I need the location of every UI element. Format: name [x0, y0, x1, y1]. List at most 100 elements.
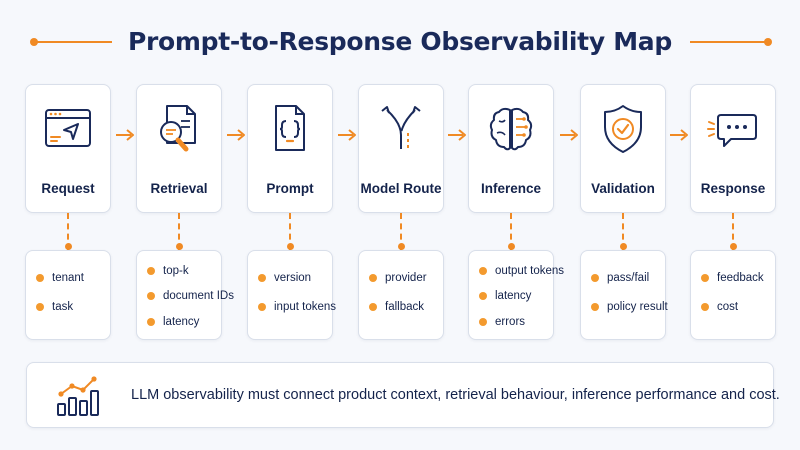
detail-card-response: feedback cost — [690, 250, 776, 340]
detail-list: top-k document IDs latency — [147, 251, 234, 339]
arrow-right-icon — [116, 129, 134, 141]
list-item: tenant — [36, 271, 84, 285]
page-title: Prompt-to-Response Observability Map — [128, 27, 672, 56]
title-decoration-dot-right — [764, 38, 772, 46]
code-document-icon — [275, 105, 305, 151]
detail-card-retrieval: top-k document IDs latency — [136, 250, 234, 340]
stage-card-request: Request — [25, 84, 111, 213]
arrow-right-icon — [338, 129, 356, 141]
dashed-connector — [510, 213, 512, 250]
bullet-dot — [36, 303, 44, 311]
chat-bubble-icon — [707, 114, 757, 147]
list-item: output tokens — [479, 264, 564, 278]
connector-dot — [397, 243, 405, 250]
arrow-right-icon — [448, 129, 466, 141]
stage-card-model-route: Model Route — [358, 84, 444, 213]
browser-cursor-icon — [45, 109, 91, 147]
dashed-connector — [622, 213, 624, 250]
document-search-icon — [160, 105, 196, 152]
stage-label: Model Route — [360, 181, 442, 196]
list-item: task — [36, 300, 73, 314]
title-decoration-line-left — [34, 41, 112, 43]
list-item: document IDs — [147, 289, 234, 303]
footer-text: LLM observability must connect product c… — [131, 387, 780, 403]
detail-text: feedback — [717, 272, 764, 284]
bullet-dot — [369, 303, 377, 311]
bullet-dot — [147, 267, 155, 275]
bullet-dot — [701, 274, 709, 282]
bullet-dot — [36, 274, 44, 282]
detail-card-prompt: version input tokens — [247, 250, 336, 340]
title-row: Prompt-to-Response Observability Map — [0, 22, 800, 62]
fork-route-icon — [381, 106, 421, 149]
bullet-dot — [591, 274, 599, 282]
detail-text: version — [274, 272, 312, 284]
detail-text: provider — [385, 272, 427, 284]
connector-dot — [507, 243, 515, 250]
detail-text: output tokens — [495, 265, 565, 277]
trend-chart-icon — [57, 376, 99, 416]
stage-label: Request — [41, 181, 95, 196]
bullet-dot — [147, 292, 155, 300]
stage-card-validation: Validation — [580, 84, 666, 213]
list-item: provider — [369, 271, 427, 285]
detail-list: feedback cost — [701, 251, 771, 339]
dashed-connector — [289, 213, 291, 250]
bullet-dot — [147, 318, 155, 326]
arrow-right-icon — [560, 129, 578, 141]
detail-text: latency — [495, 290, 532, 302]
stage-card-response: Response — [690, 84, 776, 213]
detail-list: pass/fail policy result — [591, 251, 668, 339]
detail-list: version input tokens — [258, 251, 336, 339]
bullet-dot — [479, 267, 487, 275]
connector-dot — [619, 243, 627, 250]
detail-list: provider fallback — [369, 251, 439, 339]
list-item: top-k — [147, 264, 189, 278]
dashed-connector — [67, 213, 69, 250]
bullet-dot — [258, 274, 266, 282]
detail-card-inference: output tokens latency errors — [468, 250, 564, 340]
detail-text: policy result — [607, 301, 668, 313]
bullet-dot — [369, 274, 377, 282]
connector-dot — [175, 243, 183, 250]
bullet-dot — [701, 303, 709, 311]
stage-label: Validation — [591, 181, 655, 196]
detail-text: top-k — [163, 265, 189, 277]
stage-card-prompt: Prompt — [247, 84, 333, 213]
bullet-dot — [479, 292, 487, 300]
detail-card-validation: pass/fail policy result — [580, 250, 668, 340]
list-item: latency — [147, 315, 199, 329]
bullet-dot — [479, 318, 487, 326]
detail-text: input tokens — [274, 301, 337, 313]
bullet-dot — [258, 303, 266, 311]
dashed-connector — [400, 213, 402, 250]
detail-card-request: tenant task — [25, 250, 111, 340]
shield-check-icon — [604, 105, 642, 153]
list-item: input tokens — [258, 300, 336, 314]
detail-list: output tokens latency errors — [479, 251, 564, 339]
arrow-right-icon — [227, 129, 245, 141]
detail-text: errors — [495, 316, 526, 328]
list-item: cost — [701, 300, 738, 314]
list-item: feedback — [701, 271, 764, 285]
stage-card-inference: Inference — [468, 84, 554, 213]
title-decoration-line-right — [690, 41, 768, 43]
list-item: errors — [479, 315, 525, 329]
bullet-dot — [591, 303, 599, 311]
detail-text: fallback — [385, 301, 424, 313]
detail-card-model-route: provider fallback — [358, 250, 444, 340]
list-item: latency — [479, 289, 531, 303]
arrow-right-icon — [670, 129, 688, 141]
brain-circuit-icon — [489, 107, 533, 151]
dashed-connector — [178, 213, 180, 250]
detail-text: tenant — [52, 272, 84, 284]
detail-text: pass/fail — [607, 272, 650, 284]
list-item: pass/fail — [591, 271, 649, 285]
dashed-connector — [732, 213, 734, 250]
list-item: policy result — [591, 300, 668, 314]
connector-dot — [729, 243, 737, 250]
detail-text: task — [52, 301, 74, 313]
footer-callout: LLM observability must connect product c… — [26, 362, 780, 428]
detail-list: tenant task — [36, 251, 106, 339]
stage-label: Response — [700, 181, 766, 196]
